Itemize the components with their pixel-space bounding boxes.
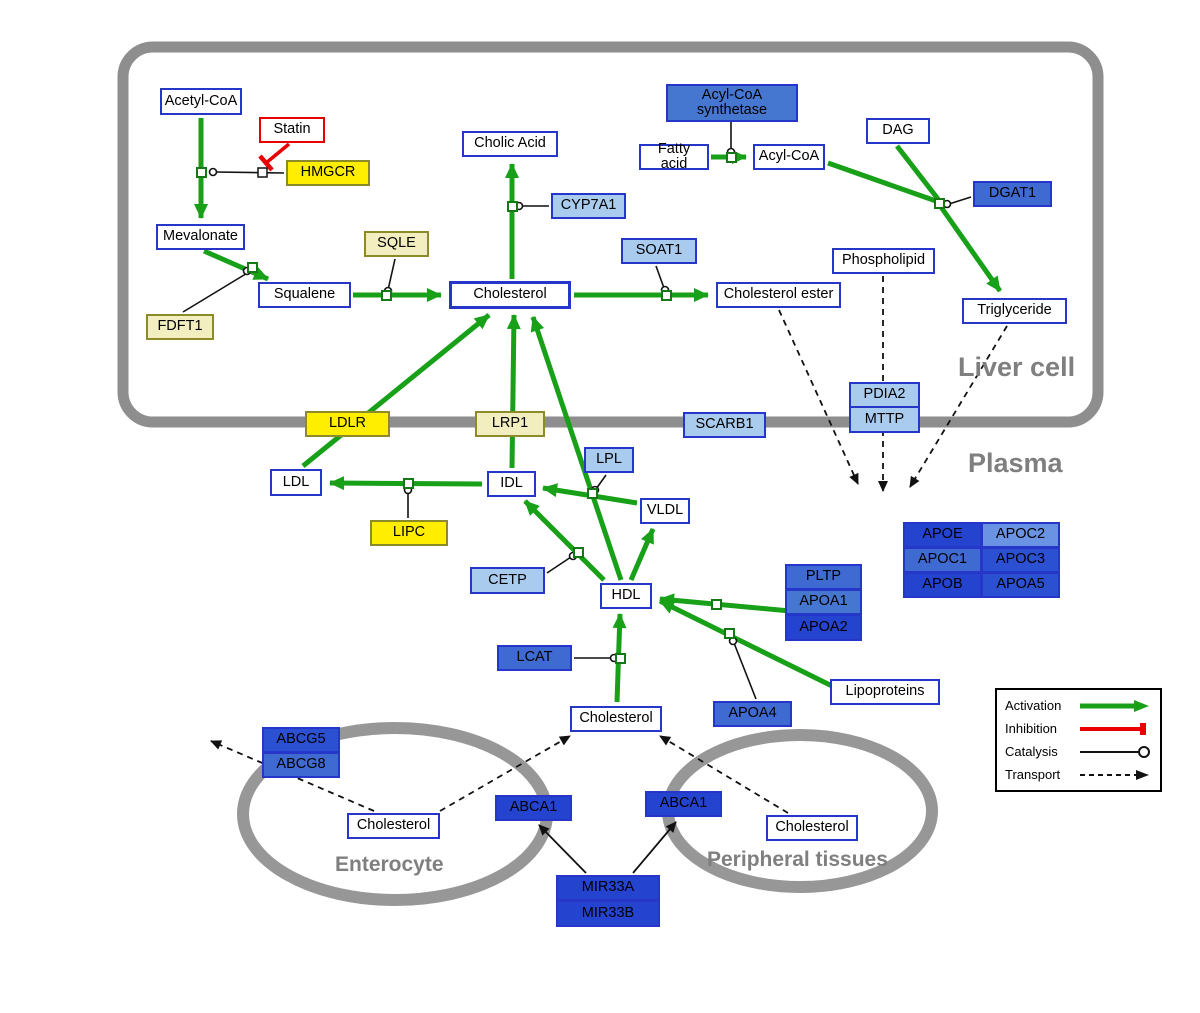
node-lipoproteins[interactable]: Lipoproteins [830,679,940,705]
node-fatty-acid[interactable]: Fatty acid [639,141,709,172]
node-sqle[interactable]: SQLE [364,231,429,257]
node-mevalonate[interactable]: Mevalonate [156,224,245,250]
node-apob[interactable]: APOB [903,572,982,598]
node-apoa2[interactable]: APOA2 [785,614,862,641]
node-vldl[interactable]: VLDL [640,498,690,524]
catalysis-circle-icon [1080,745,1150,758]
activation-edges [194,118,1003,703]
node-triglyceride[interactable]: Triglyceride [962,298,1067,324]
legend-transport-label: Transport [1005,767,1061,782]
node-acetyl-coa[interactable]: Acetyl-CoA [160,88,242,115]
legend: Activation Inhibition Catalysis Transpor… [995,688,1162,792]
node-cetp[interactable]: CETP [470,567,545,594]
catalysis-edges [182,122,972,700]
node-soat1[interactable]: SOAT1 [621,238,697,264]
node-cholesterol-plasma[interactable]: Cholesterol [570,706,662,732]
node-pltp[interactable]: PLTP [785,564,862,590]
node-abca1-enterocyte[interactable]: ABCA1 [495,795,572,821]
node-statin[interactable]: Statin [259,117,325,143]
node-scarb1[interactable]: SCARB1 [683,412,766,438]
transport-dashed-arrow-icon [1080,769,1149,780]
node-mir33b[interactable]: MIR33B [556,900,660,927]
node-mir33a[interactable]: MIR33A [556,875,660,901]
node-abcg8[interactable]: ABCG8 [262,752,340,778]
node-lrp1[interactable]: LRP1 [475,411,545,437]
node-abcg5[interactable]: ABCG5 [262,727,340,753]
legend-row-activation: Activation [1005,698,1152,714]
node-cholesterol-liver[interactable]: Cholesterol [449,281,571,309]
node-apoc3[interactable]: APOC3 [981,547,1060,573]
node-abca1-peripheral[interactable]: ABCA1 [645,791,722,817]
node-lipc[interactable]: LIPC [370,520,448,546]
node-mttp[interactable]: MTTP [849,406,920,433]
inhibition-tbar-icon [1080,722,1146,735]
node-apoc1[interactable]: APOC1 [903,547,982,573]
node-apoc2[interactable]: APOC2 [981,522,1060,548]
node-cyp7a1[interactable]: CYP7A1 [551,193,626,219]
activation-arrow-icon [1080,699,1149,712]
legend-activation-label: Activation [1005,698,1062,713]
node-ldl[interactable]: LDL [270,469,322,496]
node-apoa5[interactable]: APOA5 [981,572,1060,598]
node-acyl-coa-synthetase[interactable]: Acyl-CoA synthetase [666,84,798,122]
node-dgat1[interactable]: DGAT1 [973,181,1052,207]
node-pdia2[interactable]: PDIA2 [849,382,920,408]
node-lcat[interactable]: LCAT [497,645,572,671]
liver-cell-label: Liver cell [958,352,1076,382]
plasma-label: Plasma [968,448,1063,478]
node-hmgcr[interactable]: HMGCR [286,160,370,186]
node-apoe[interactable]: APOE [903,522,982,548]
mir33-edges [538,821,677,874]
node-cholesterol-peripheral[interactable]: Cholesterol [766,815,858,841]
node-acyl-coa[interactable]: Acyl-CoA [753,144,825,170]
liver-cell-membrane [117,41,1104,428]
node-hdl[interactable]: HDL [600,583,652,609]
inhibition-edge [257,142,291,178]
node-cholic-acid[interactable]: Cholic Acid [462,131,558,157]
node-phospholipid[interactable]: Phospholipid [832,248,935,274]
node-apoa1[interactable]: APOA1 [785,589,862,615]
node-cholesterol-enterocyte[interactable]: Cholesterol [347,813,440,839]
legend-row-inhibition: Inhibition [1005,721,1152,737]
node-ldlr[interactable]: LDLR [305,411,390,437]
node-fdft1[interactable]: FDFT1 [146,314,214,340]
node-apoa4[interactable]: APOA4 [713,701,792,727]
legend-inhibition-label: Inhibition [1005,721,1058,736]
node-dag[interactable]: DAG [866,118,930,144]
legend-row-catalysis: Catalysis [1005,744,1152,760]
legend-catalysis-label: Catalysis [1005,744,1058,759]
node-cholesterol-ester[interactable]: Cholesterol ester [716,282,841,308]
legend-row-transport: Transport [1005,767,1152,783]
node-idl[interactable]: IDL [487,471,536,497]
peripheral-tissues-label: Peripheral tissues [707,848,888,871]
reaction-nodes [196,152,945,664]
node-lpl[interactable]: LPL [584,447,634,473]
node-squalene[interactable]: Squalene [258,282,351,308]
enterocyte-label: Enterocyte [335,853,444,876]
